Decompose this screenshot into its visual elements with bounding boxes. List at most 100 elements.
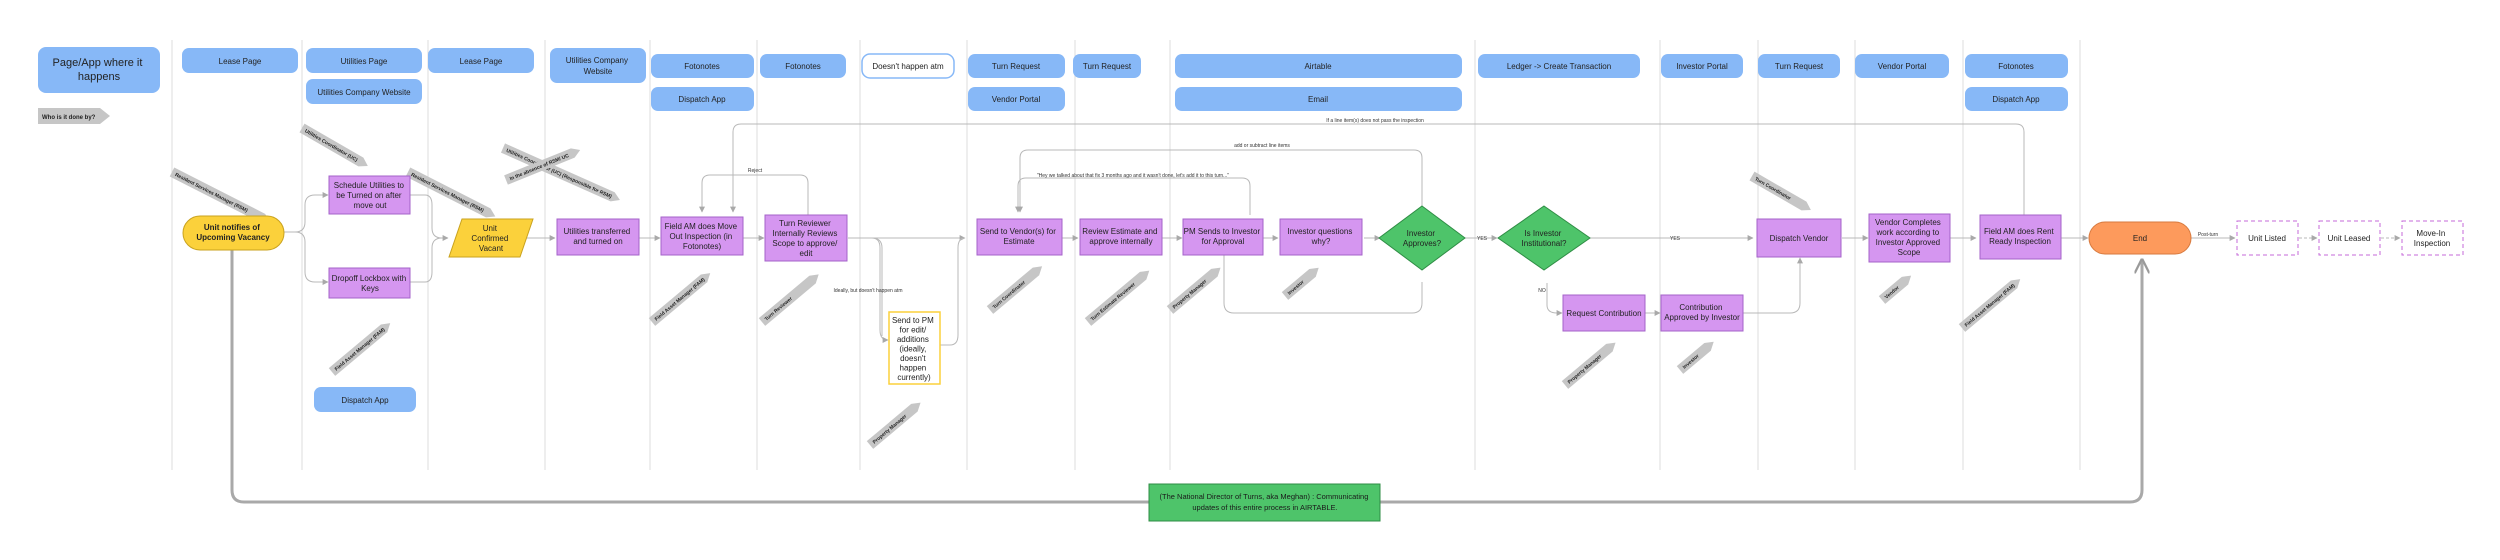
turn-reviewer-line-2: Internally Reviews [772,229,837,238]
pm-sends-investor-line-1: PM Sends to Investor [1184,227,1261,236]
box-turn-request-2: Turn Request [1083,62,1132,71]
dropoff-lockbox-line-1: Dropoff Lockbox with [332,274,407,283]
footer-note-line-2: updates of this entire process in AIRTAB… [1192,503,1337,512]
investor-questions-line-1: Investor questions [1287,227,1352,236]
role-utilities-coordinator-1: Utilities Coordinator (UC) [303,128,358,163]
legend-header-line-1: Page/App where it [53,57,143,69]
vendor-completes-line-2: work according to [1876,228,1940,237]
role-tag-16: Turn Coordinator [1749,171,1811,211]
box-utilities-company-website-2-line-1: Utilities Company [566,56,628,65]
field-am-move-out-line-1: Field AM does Move [665,222,738,231]
role-property-manager-2: Property Manager [1172,279,1208,311]
role-tag-6: Field Asset Manager (FAM) [328,323,391,376]
start-line-1: Unit notifies of [204,223,260,232]
box-lease-page-1: Lease Page [219,57,262,66]
box-airtable: Airtable [1304,62,1332,71]
svg-text:(The National Director of Turn: (The National Director of Turns, aka Meg… [1160,492,1371,512]
request-contribution-text: Request Contribution [1566,309,1641,318]
box-turn-request-3: Turn Request [1775,62,1824,71]
field-am-rent-ready-line-2: Ready Inspection [1989,237,2051,246]
svg-text:Utilities Company Websit: Utilities Company Website [566,56,630,76]
box-utilities-company-website-2-line-2: Website [584,67,613,76]
role-turn-coordinator-1: Turn Coordinator [992,280,1027,311]
box-investor-portal: Investor Portal [1676,62,1728,71]
box-utilities-company-website-1: Utilities Company Website [317,88,411,97]
box-lease-page-2: Lease Page [460,57,503,66]
svg-text:Send to PM for edit/: Send to PM for edit/ additions (ideally,… [892,316,936,382]
svg-text:Unit notifies of Upcomin: Unit notifies of Upcoming Vacancy [196,223,270,242]
label-add-subtract: add or subtract line items [1234,143,1290,149]
footer-note: (The National Director of Turns, aka Meg… [1148,483,1381,522]
role-field-asset-manager-2: Field Asset Manager (FAM) [654,277,707,323]
box-vendor-portal-2: Vendor Portal [1878,62,1927,71]
box-fotonotes-3: Fotonotes [1998,62,2034,71]
box-dispatch-app-2: Dispatch App [1992,95,2040,104]
svg-text:Page/App where it happen: Page/App where it happens [53,57,146,83]
svg-text:Field AM does Move Out I: Field AM does Move Out Inspection (in Fo… [665,222,740,251]
svg-text:PM Sends to Investor for: PM Sends to Investor for Approval [1184,227,1263,246]
legend-tag-shape [38,108,110,124]
role-property-manager-1: Property Manager [872,414,908,446]
role-resident-services-1: Resident Services Manager (RSM) [174,172,249,214]
move-in-line-1: Move-In [2416,229,2445,238]
svg-text:Contribution Approved by: Contribution Approved by Investor [1664,303,1740,322]
box-dispatch-app-3: Dispatch App [341,396,389,405]
is-institutional-line-1: Is Investor [1524,229,1561,238]
box-ledger: Ledger -> Create Transaction [1507,62,1611,71]
legend-header-line-2: happens [78,71,121,83]
send-to-pm-line-1: Send to PM [892,316,934,325]
is-institutional-line-2: Institutional? [1522,239,1567,248]
svg-text:Send to Vendor(s) for Es: Send to Vendor(s) for Estimate [980,227,1058,246]
schedule-utilities-line-1: Schedule Utilities to [334,181,405,190]
role-property-manager-3: Property Manager [1567,354,1603,386]
unit-leased-text: Unit Leased [2328,234,2371,243]
label-no: NO [1538,288,1546,294]
investor-approves-line-2: Approves? [1403,239,1442,248]
investor-questions-line-2: why? [1311,237,1331,246]
vendor-completes-line-3: Investor Approved [1876,238,1940,247]
label-fail-inspection: If a line item(s) does not pass the insp… [1326,118,1424,124]
legend-tag-text: Who is it done by? [42,115,96,121]
footer-note-line-1: (The National Director of Turns, aka Meg… [1160,492,1369,501]
box-doesnt-happen: Doesn't happen atm [872,62,944,71]
svg-text:Dropoff Lockbox with Key: Dropoff Lockbox with Keys [332,274,409,293]
turn-reviewer-line-3: Scope to approve/ [772,239,838,248]
box-dispatch-app-1: Dispatch App [678,95,726,104]
vendor-completes-line-4: Scope [1898,248,1921,257]
svg-text:Is Investor Institutiona: Is Investor Institutional? [1522,229,1567,248]
unit-listed-text: Unit Listed [2248,234,2286,243]
label-yes-2: YES [1670,236,1681,242]
field-am-move-out-line-2: Out Inspection (in [670,232,733,241]
label-quote: "Hey we talked about that fix 3 months a… [1037,173,1229,179]
role-tag-10: Turn Coordinator [986,266,1043,314]
role-tag-7: Field Asset Manager (FAM) [648,273,711,326]
role-turn-estimate-reviewer: Turn Estimate Reviewer [1090,282,1137,323]
label-ideally: Ideally, but doesn't happen atm [834,288,903,294]
role-tag-17: Vendor [1878,275,1912,304]
field-am-rent-ready-line-1: Field AM does Rent [1984,227,2055,236]
send-to-pm-line-7: currently) [897,373,931,382]
svg-text:Unit Confirmed Vac: Unit Confirmed Vacant [471,224,510,253]
role-tag-9: Property Manager [866,402,921,449]
svg-text:Field AM does Rent Ready: Field AM does Rent Ready Inspection [1984,227,2056,246]
svg-text:Review Estimate and appr: Review Estimate and approve internally [1082,227,1159,246]
start-line-2: Upcoming Vacancy [196,233,270,242]
svg-text:Utilities transferred an: Utilities transferred and turned on [564,227,633,246]
move-in-line-2: Inspection [2414,239,2450,248]
vendor-completes-line-1: Vendor Completes [1875,218,1941,227]
role-tag-14: Property Manager [1561,342,1616,389]
svg-text:Schedule Utilities to be: Schedule Utilities to be Turned on after… [334,181,407,210]
label-reject: Reject [748,168,763,174]
start-node [182,215,285,251]
box-fotonotes-1: Fotonotes [684,62,720,71]
send-to-pm-line-5: doesn't [900,354,926,363]
box-turn-request-1: Turn Request [992,62,1041,71]
legend-header-box [38,47,160,93]
legend: Page/App where it happens Who is it done… [38,47,160,124]
dropoff-lockbox-line-2: Keys [361,284,379,293]
box-utilities-page: Utilities Page [341,57,388,66]
schedule-utilities-line-2: be Turned on after [336,191,402,200]
send-to-vendor-line-1: Send to Vendor(s) for [980,227,1056,236]
field-am-move-out-line-3: Fotonotes) [683,242,722,251]
svg-text:Move-In Inspection: Move-In Inspection [2414,229,2450,248]
